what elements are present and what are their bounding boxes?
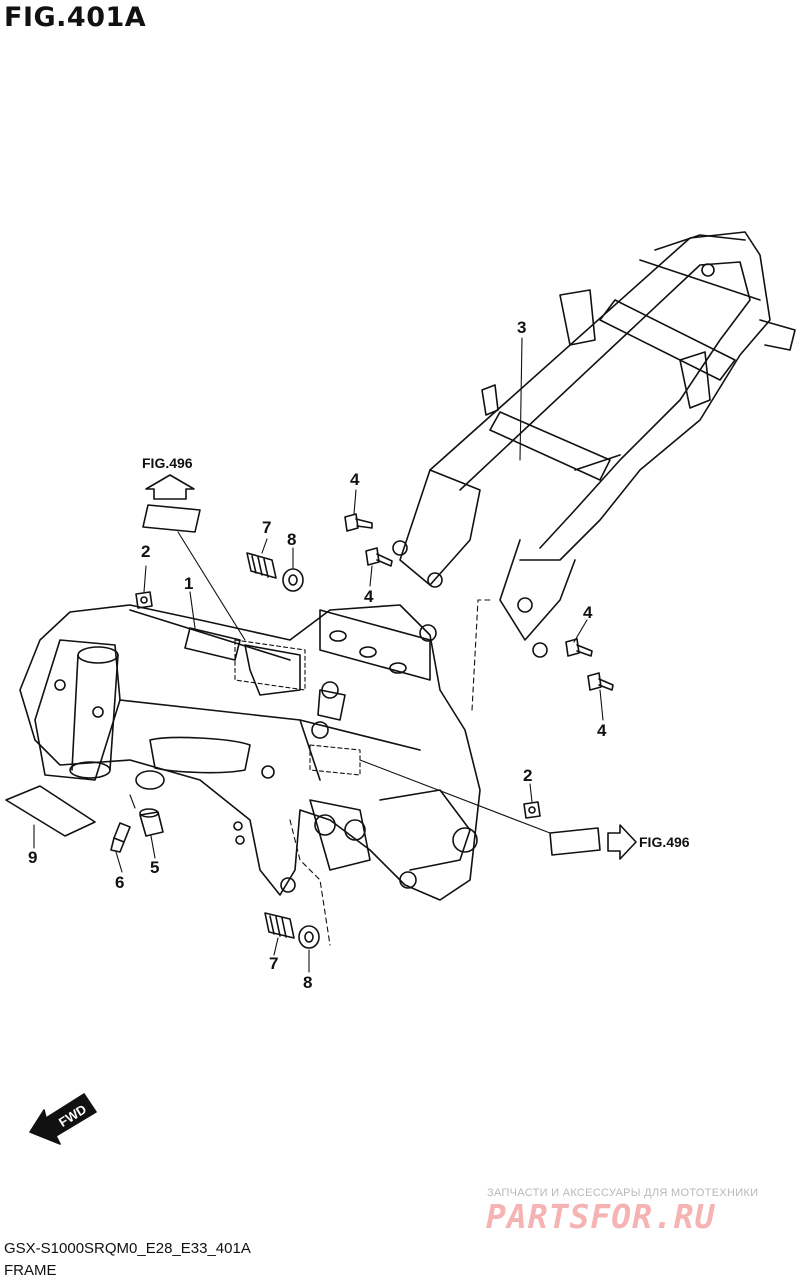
callout-8-lower: 8 — [303, 973, 313, 992]
callout-2-right: 2 — [523, 766, 533, 785]
bolt-upper-right — [565, 638, 593, 657]
label-areas — [234, 639, 361, 776]
plate-nine — [5, 785, 96, 837]
clip-nut-left — [135, 591, 153, 609]
callout-7-lower: 7 — [269, 954, 279, 973]
callout-4-lower-right: 4 — [597, 721, 607, 740]
tag-plate-right — [549, 827, 601, 856]
figure-title: FIG.401A — [4, 2, 147, 33]
callout-7-upper: 7 — [262, 518, 272, 537]
tag-plate-top — [142, 504, 201, 533]
rear-subframe — [392, 231, 796, 658]
callout-4-upper-left: 4 — [350, 470, 360, 489]
right-arrow-icon — [607, 824, 637, 860]
callout-4-upper-right: 4 — [583, 603, 593, 622]
up-arrow-icon — [145, 474, 195, 500]
watermark-brand: PARTSFOR.RU — [486, 1197, 716, 1236]
callout-9: 9 — [28, 848, 38, 867]
callout-6: 6 — [115, 873, 125, 892]
damper-upper — [246, 552, 277, 579]
callout-4-lower-left: 4 — [364, 587, 374, 606]
leader-lines — [33, 337, 604, 973]
collar — [139, 808, 164, 837]
callout-1: 1 — [184, 574, 194, 593]
callout-5: 5 — [150, 858, 160, 877]
callout-2-left: 2 — [141, 542, 151, 561]
callout-8-upper: 8 — [287, 530, 297, 549]
fig-ref-top[interactable]: FIG.496 — [142, 455, 193, 471]
washer-lower — [298, 925, 320, 949]
fwd-arrow-icon — [29, 1093, 97, 1145]
dashed-leaders — [289, 599, 493, 946]
fig-ref-right[interactable]: FIG.496 — [639, 834, 690, 850]
damper-lower — [264, 912, 295, 939]
bolt-upper-left — [344, 513, 373, 532]
bolt-six — [110, 822, 131, 853]
main-frame — [19, 604, 481, 901]
washer-upper — [282, 568, 304, 592]
clip-nut-right — [523, 801, 541, 819]
diagram-code: GSX-S1000SRQM0_E28_E33_401A — [4, 1240, 251, 1257]
bolt-lower-right — [587, 672, 614, 691]
bolt-lower-left — [365, 547, 393, 567]
diagram-name: FRAME — [4, 1262, 57, 1279]
callout-3: 3 — [517, 318, 527, 337]
watermark-tagline: ЗАПЧАСТИ И АКСЕССУАРЫ ДЛЯ МОТОТЕХНИКИ — [487, 1187, 759, 1199]
